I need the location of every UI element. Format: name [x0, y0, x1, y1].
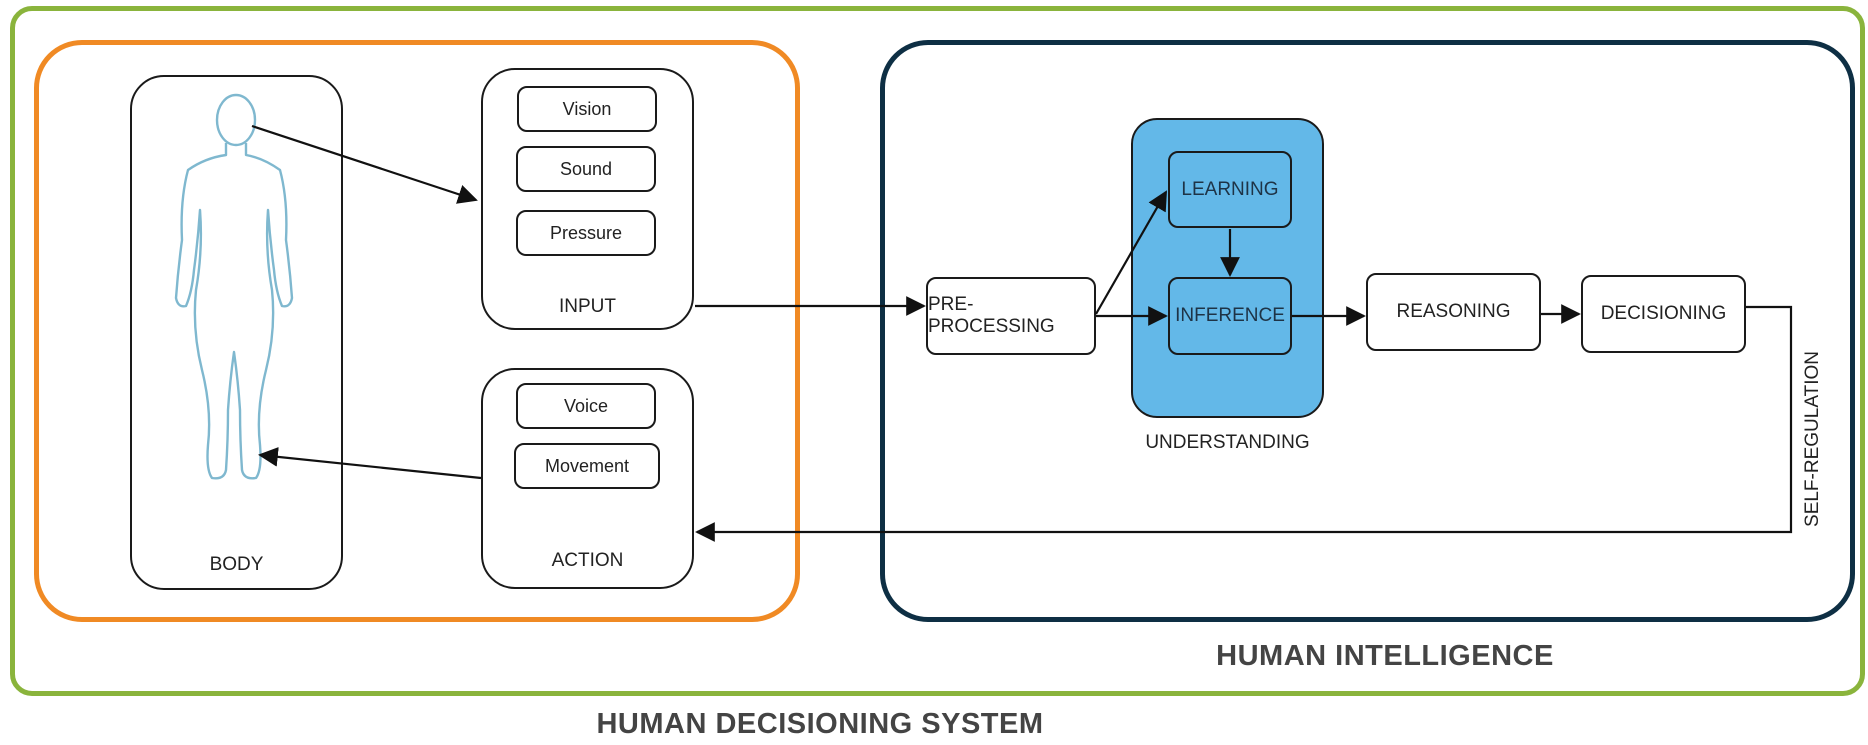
body-label: BODY: [209, 554, 264, 575]
system-title: HUMAN DECISIONING SYSTEM: [596, 708, 1044, 740]
inference-box: INFERENCE: [1168, 277, 1292, 355]
arrow-preprocessing-to-learning: [1095, 190, 1167, 315]
vision-box: Vision: [517, 86, 657, 132]
body-group-frame: [34, 40, 800, 622]
action-label: ACTION: [551, 550, 624, 571]
voice-box: Voice: [516, 383, 656, 429]
intelligence-frame: [880, 40, 1855, 622]
understanding-label: UNDERSTANDING: [1145, 432, 1310, 453]
system-frame: [10, 6, 1865, 696]
body-panel: [130, 75, 343, 590]
arrow-self-regulation-loop: [695, 305, 1793, 542]
sound-box: Sound: [516, 146, 656, 192]
intelligence-title: HUMAN INTELLIGENCE: [1216, 640, 1554, 672]
reasoning-box: REASONING: [1366, 273, 1541, 351]
learning-box: LEARNING: [1168, 151, 1292, 228]
arrow-action-to-body: [258, 446, 482, 480]
arrow-body-to-input: [251, 124, 478, 204]
decisioning-box: DECISIONING: [1581, 275, 1746, 353]
pressure-box: Pressure: [516, 210, 656, 256]
human-figure-icon: [174, 93, 294, 480]
movement-box: Movement: [514, 443, 660, 489]
preprocessing-box: PRE-PROCESSING: [926, 277, 1096, 355]
input-label: INPUT: [559, 296, 616, 317]
